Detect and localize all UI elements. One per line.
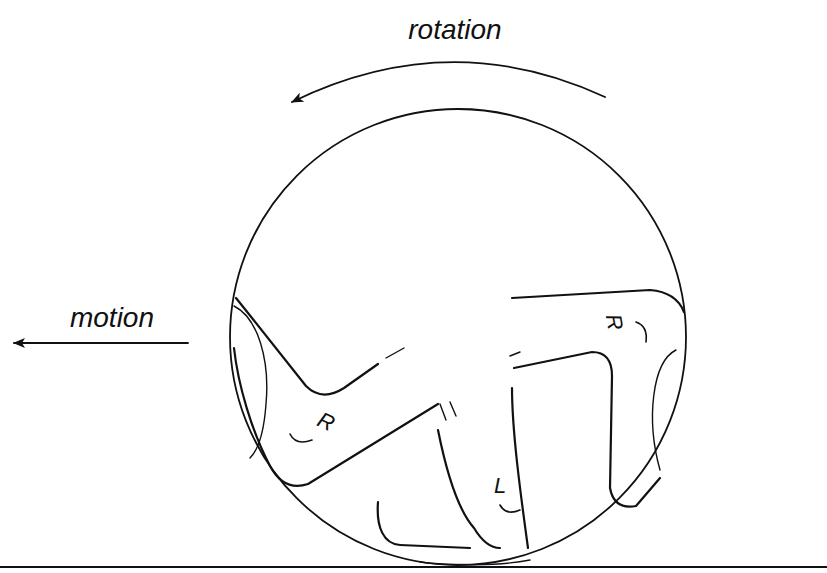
motion-label: rotation (406, 15, 503, 45)
left-limb (234, 298, 438, 486)
limb-label: R (312, 407, 340, 437)
rotation-arrow (292, 62, 605, 102)
limb-label: R (600, 310, 627, 334)
motion-arrow (14, 342, 188, 344)
limb-label: L (492, 474, 508, 498)
lower-limb (378, 388, 530, 565)
right-limb (510, 290, 684, 507)
wheel-circle (230, 109, 686, 565)
ground-line (0, 566, 827, 568)
motion-label: motion (68, 303, 156, 333)
